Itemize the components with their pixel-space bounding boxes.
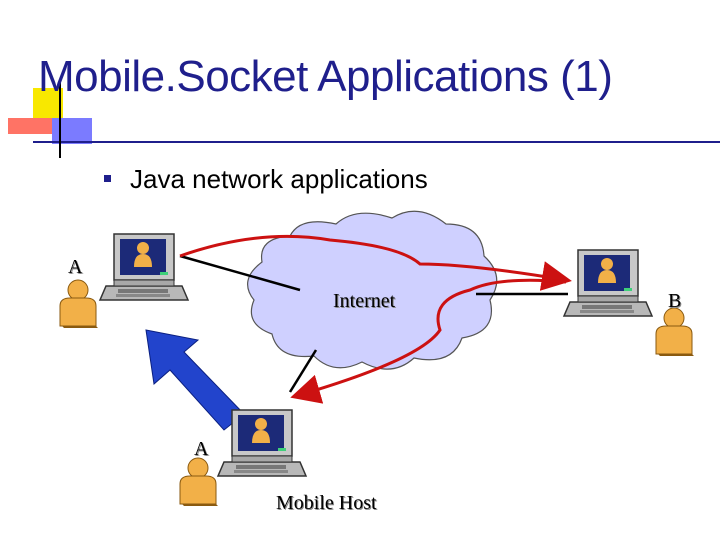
bullet-square-icon — [104, 175, 111, 182]
move-arrow — [145, 329, 245, 431]
title-decoration — [8, 82, 720, 158]
internet-cloud — [247, 210, 498, 370]
mobile-host-person-icon — [179, 457, 219, 507]
internet-label: Internet — [333, 290, 396, 312]
slide-title: Mobile.Socket Applications (1) — [38, 52, 613, 101]
host-b-computer — [563, 249, 653, 317]
host-b-label: B — [668, 290, 682, 312]
host-a-computer — [99, 233, 189, 301]
mobile-host-a-label: A — [194, 438, 209, 460]
mobile-host-caption: Mobile Host — [276, 492, 377, 514]
host-a-label: A — [68, 256, 83, 278]
host-a-person-icon — [59, 279, 99, 329]
host-b-person-icon — [655, 307, 695, 357]
socket-path — [179, 234, 572, 404]
bullet-text: Java network applications — [130, 164, 428, 194]
